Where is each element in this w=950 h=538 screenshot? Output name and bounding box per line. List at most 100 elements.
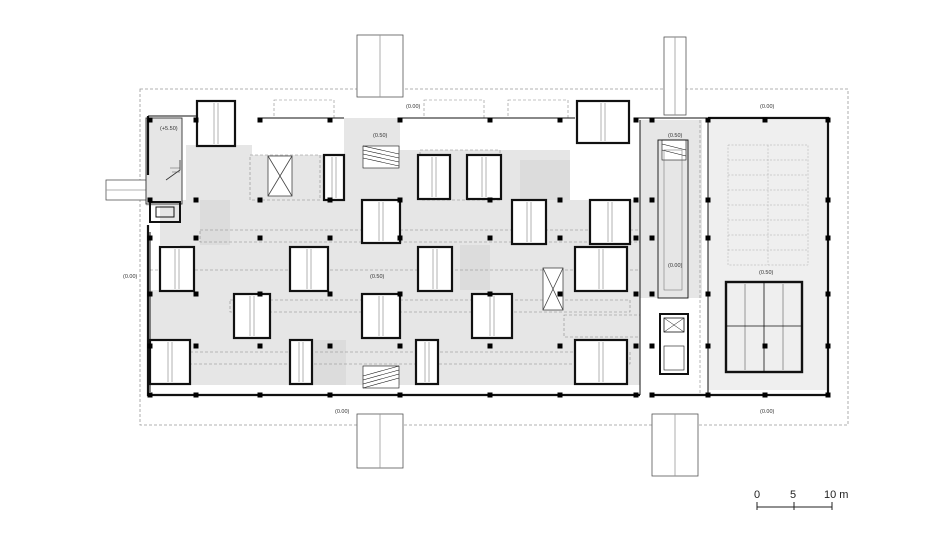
pillar — [397, 343, 403, 349]
scale-end: 10 m — [824, 489, 848, 501]
scale-zero: 0 — [754, 489, 760, 501]
pillar — [487, 235, 493, 241]
pillar — [257, 343, 263, 349]
pillar — [147, 343, 153, 349]
pillar — [825, 343, 831, 349]
room-box — [158, 245, 196, 293]
pillar — [633, 197, 639, 203]
pillar — [633, 392, 639, 398]
pillar — [487, 343, 493, 349]
level-stair-top: (+5.50) — [160, 126, 178, 132]
pillar — [193, 392, 199, 398]
pillar — [397, 117, 403, 123]
room-box — [360, 198, 402, 245]
pillar — [825, 117, 831, 123]
pillar — [825, 291, 831, 297]
room-box — [573, 338, 629, 386]
level-south: (0.00) — [335, 409, 350, 415]
room-box — [322, 153, 346, 202]
room-box — [573, 245, 629, 293]
room-box — [416, 245, 454, 293]
pillar — [557, 291, 563, 297]
pillar — [193, 117, 199, 123]
room-box — [588, 198, 632, 246]
pillar — [557, 392, 563, 398]
room-box — [288, 245, 330, 293]
pillar — [487, 117, 493, 123]
room-boxes — [148, 99, 632, 386]
pillar — [557, 343, 563, 349]
room-box — [288, 338, 314, 386]
pillar — [633, 117, 639, 123]
pillar — [257, 291, 263, 297]
misc-boxes — [267, 155, 564, 311]
pillar — [193, 343, 199, 349]
room-box — [470, 292, 514, 340]
structural-pillars — [147, 117, 831, 398]
pillar — [633, 343, 639, 349]
pillar — [327, 343, 333, 349]
entry-protrusions — [105, 34, 699, 477]
pillar — [487, 392, 493, 398]
pillar — [193, 235, 199, 241]
pillar — [193, 197, 199, 203]
pillar — [825, 197, 831, 203]
room-box — [510, 198, 548, 246]
pillar — [705, 235, 711, 241]
pillar — [397, 197, 403, 203]
pillar — [762, 117, 768, 123]
pillar — [487, 291, 493, 297]
level-labels: (+5.50) (0.00) (0.00) (0.00) (0.00) (0.0… — [123, 104, 775, 415]
room-box — [360, 292, 402, 340]
level-hall: (0.50) — [759, 270, 774, 276]
room-box — [414, 338, 440, 386]
pillar — [397, 291, 403, 297]
room-box — [465, 153, 503, 201]
pillar — [649, 235, 655, 241]
pillar — [257, 392, 263, 398]
left-stair — [145, 117, 183, 223]
pillar — [633, 235, 639, 241]
scale-bar: 0 5 10 m — [754, 489, 848, 510]
level-core-right: (0.50) — [668, 133, 683, 139]
pillar — [257, 235, 263, 241]
pillar — [633, 291, 639, 297]
level-north-right: (0.00) — [760, 104, 775, 110]
pillar — [762, 392, 768, 398]
pillar — [557, 117, 563, 123]
pillar — [257, 117, 263, 123]
level-center: (0.50) — [370, 274, 385, 280]
pillar — [327, 392, 333, 398]
pillar — [825, 235, 831, 241]
pillar — [825, 392, 831, 398]
pillar — [147, 291, 153, 297]
pillar — [649, 197, 655, 203]
pillar — [147, 235, 153, 241]
pillar — [557, 235, 563, 241]
level-south-right: (0.00) — [760, 409, 775, 415]
room-box — [416, 153, 452, 201]
level-north-mid: (0.00) — [406, 104, 421, 110]
room-box — [575, 99, 631, 145]
core-stairs — [362, 139, 687, 389]
scale-mid: 5 — [790, 489, 796, 501]
site-outline — [139, 88, 849, 426]
pillar — [397, 392, 403, 398]
pillar — [327, 235, 333, 241]
pillar — [193, 291, 199, 297]
room-box — [148, 338, 192, 386]
pillar — [487, 197, 493, 203]
level-west: (0.00) — [123, 274, 138, 280]
level-right-shaft: (0.00) — [668, 263, 683, 269]
pillar — [147, 392, 153, 398]
dashed-guides — [150, 99, 701, 395]
pillar — [327, 197, 333, 203]
pillar — [557, 197, 563, 203]
right-core — [657, 139, 689, 375]
level-core-left: (0.50) — [373, 133, 388, 139]
pillar — [705, 343, 711, 349]
pillar — [147, 197, 153, 203]
pillar — [705, 392, 711, 398]
pillar — [327, 291, 333, 297]
